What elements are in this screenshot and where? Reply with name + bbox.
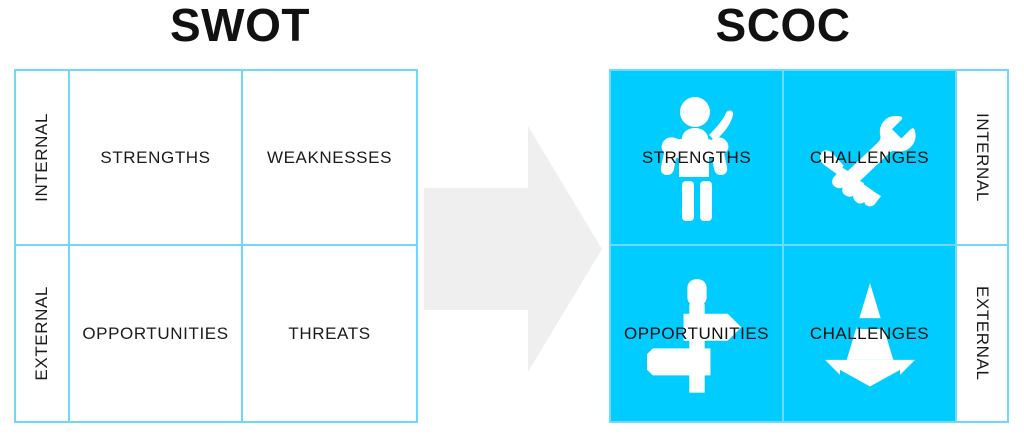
swot-axis-cell-external: EXTERNAL bbox=[16, 246, 70, 421]
scoc-quadrant-label-challenges-external: CHALLENGES bbox=[809, 323, 930, 343]
swot-quadrant-label-strengths: STRENGTHS bbox=[100, 147, 211, 167]
scoc-axis-cell-internal: INTERNAL bbox=[957, 71, 1007, 246]
scoc-axis-label-external: EXTERNAL bbox=[973, 286, 992, 381]
swot-quadrant-opportunities[interactable]: OPPORTUNITIES bbox=[70, 246, 243, 421]
swot-quadrant-strengths[interactable]: STRENGTHS bbox=[70, 71, 243, 246]
scoc-quadrant-label-opportunities: OPPORTUNITIES bbox=[623, 323, 770, 343]
scoc-quadrant-label-strengths: STRENGTHS bbox=[641, 147, 752, 167]
swot-axis-cell-internal: INTERNAL bbox=[16, 71, 70, 246]
scoc-axis-label-internal: INTERNAL bbox=[973, 113, 992, 202]
swot-axis-label-external: EXTERNAL bbox=[32, 286, 51, 381]
swot-quadrant-label-threats: THREATS bbox=[288, 323, 371, 343]
swot-quadrant-label-weaknesses: WEAKNESSES bbox=[266, 147, 393, 167]
swot-axis-label-internal: INTERNAL bbox=[32, 113, 51, 202]
scoc-quadrant-strengths[interactable]: STRENGTHS bbox=[611, 71, 784, 246]
scoc-title: SCOC bbox=[715, 0, 851, 51]
swot-quadrant-threats[interactable]: THREATS bbox=[243, 246, 416, 421]
scoc-quadrant-opportunities[interactable]: OPPORTUNITIES bbox=[611, 246, 784, 421]
scoc-axis-cell-external: EXTERNAL bbox=[957, 246, 1007, 421]
swot-quadrant-label-opportunities: OPPORTUNITIES bbox=[82, 323, 229, 343]
swot-matrix: INTERNAL STRENGTHS WEAKNESSES EXTERNAL O… bbox=[14, 69, 418, 423]
scoc-quadrant-label-challenges-internal: CHALLENGES bbox=[809, 147, 930, 167]
scoc-matrix: STRENGTHS CHALLENGES INT bbox=[609, 69, 1009, 423]
swot-quadrant-weaknesses[interactable]: WEAKNESSES bbox=[243, 71, 416, 246]
scoc-quadrant-challenges-internal[interactable]: CHALLENGES bbox=[784, 71, 957, 246]
right-arrow-icon bbox=[424, 126, 602, 372]
scoc-quadrant-challenges-external[interactable]: CHALLENGES bbox=[784, 246, 957, 421]
swot-title: SWOT bbox=[170, 0, 310, 51]
